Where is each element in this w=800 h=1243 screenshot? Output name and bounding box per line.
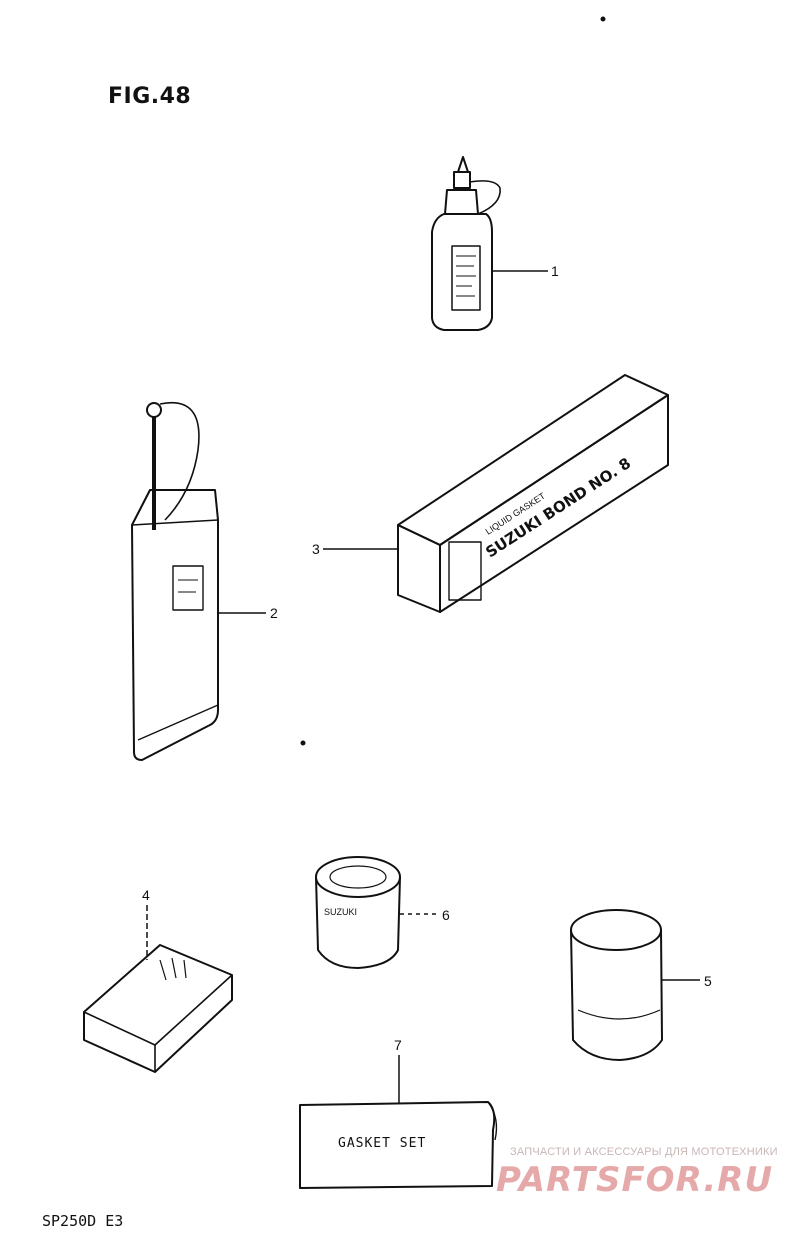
- callout-7: 7: [394, 1037, 402, 1053]
- part-7-gasket-set[interactable]: [299, 1055, 498, 1189]
- callout-3: 3: [312, 541, 320, 557]
- tin-label: SUZUKI: [324, 907, 357, 917]
- part-6-small-tin[interactable]: [315, 856, 438, 969]
- callout-4: 4: [142, 887, 150, 903]
- part-1-oil-bottle[interactable]: [431, 156, 548, 331]
- callout-5: 5: [704, 973, 712, 989]
- box-brand-label: SUZUKI BOND NO. 8: [482, 454, 634, 561]
- callout-2: 2: [270, 605, 278, 621]
- gasket-set-label: GASKET SET: [338, 1136, 426, 1151]
- figure-title: FIG.48: [108, 84, 192, 109]
- part-2-oil-can[interactable]: [131, 402, 266, 761]
- callout-1: 1: [551, 263, 559, 279]
- watermark-caption: ЗАПЧАСТИ И АКСЕССУАРЫ ДЛЯ МОТОТЕХНИКИ: [510, 1146, 778, 1158]
- watermark-logo: PARTSFOR.RU: [496, 1160, 774, 1200]
- part-4-small-box[interactable]: [83, 905, 233, 1073]
- part-3-bond-box[interactable]: [323, 374, 669, 613]
- model-code: SP250D E3: [42, 1212, 124, 1230]
- part-5-can[interactable]: [570, 909, 700, 1061]
- callout-6: 6: [442, 907, 450, 923]
